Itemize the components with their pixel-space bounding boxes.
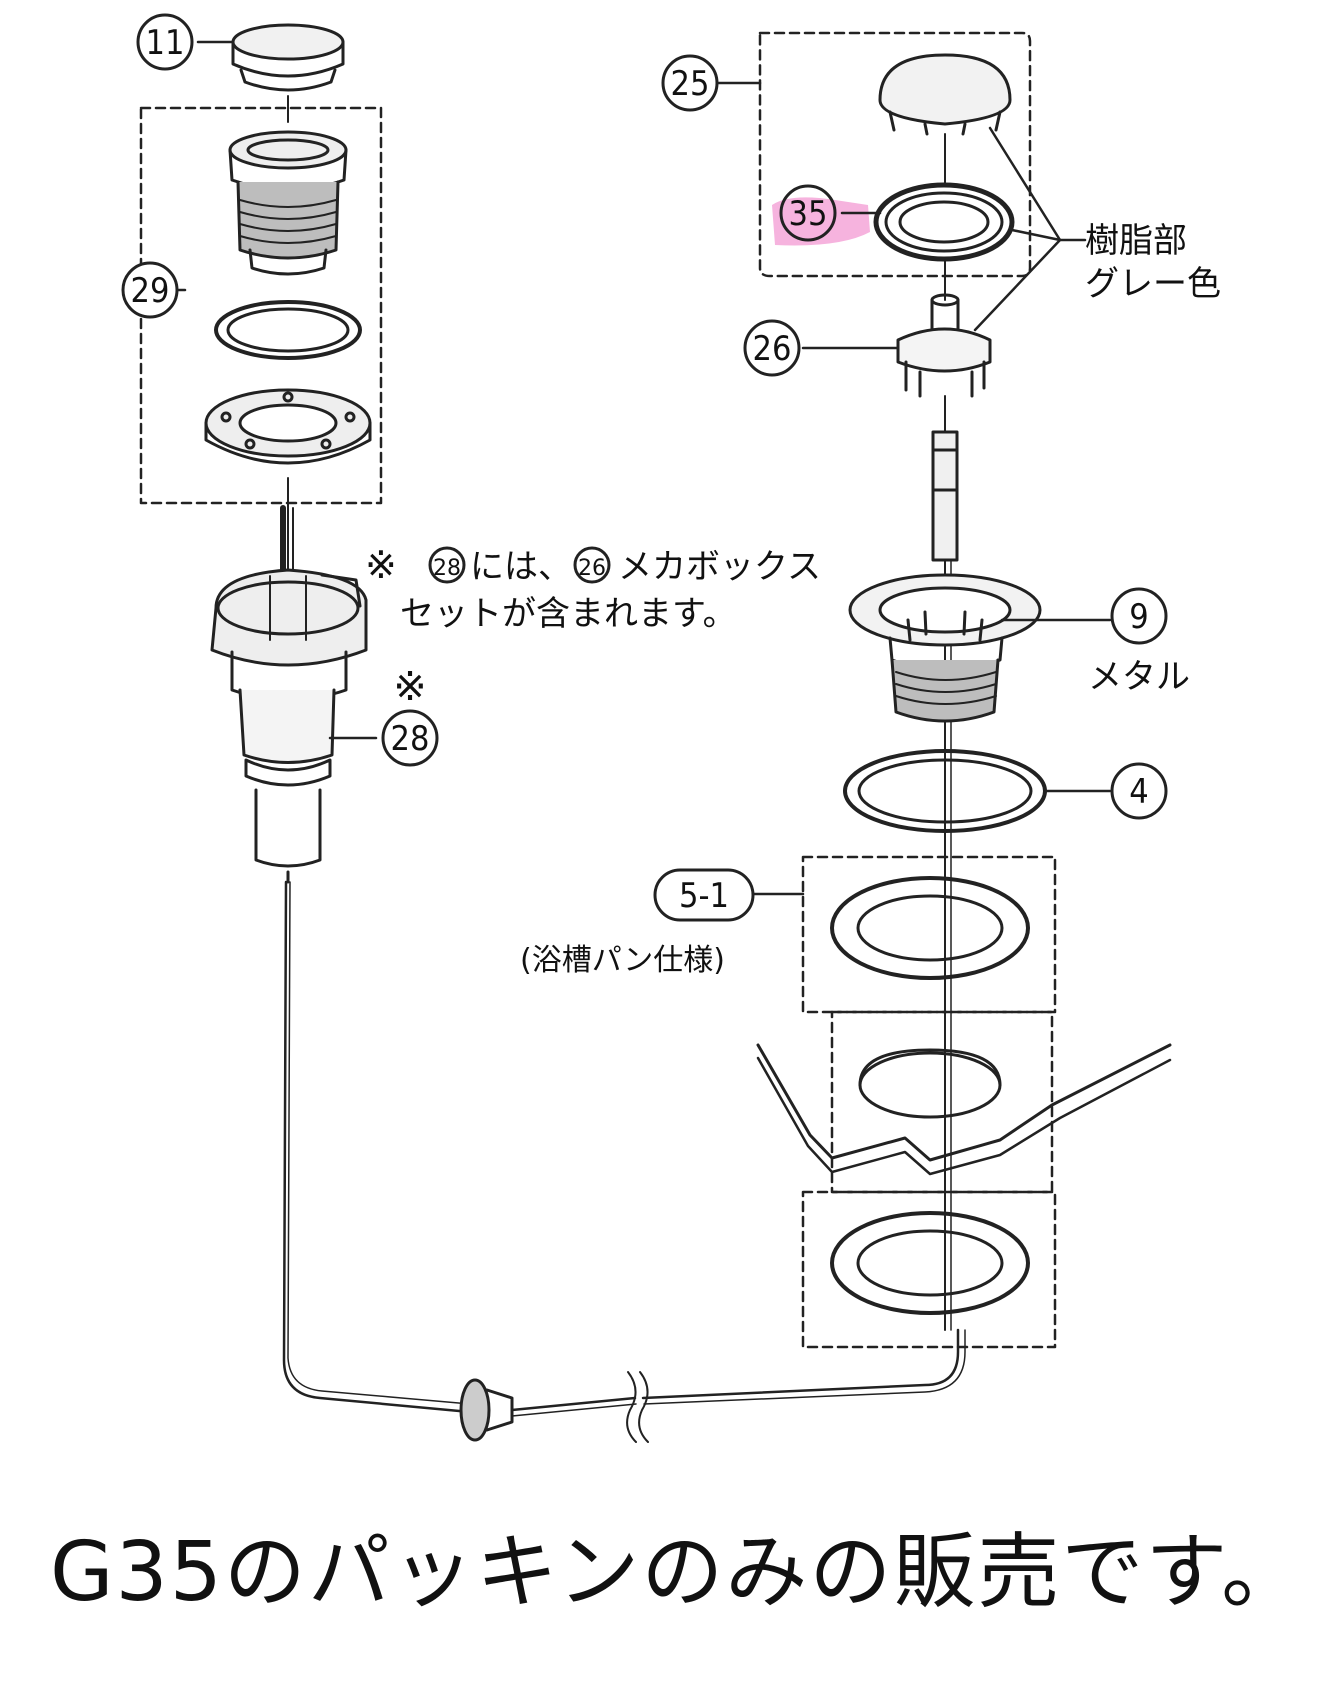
tub-hole: [858, 1048, 1002, 1119]
note-ref-28: 28: [433, 556, 461, 581]
callout-29: 29: [131, 271, 170, 311]
part-35-highlight: [772, 197, 870, 246]
sales-caption: G35のパッキンのみの販売です。: [50, 1525, 1306, 1620]
leader-lines: [139, 40, 1112, 896]
part-9-drain-body: [848, 573, 1042, 723]
note-line1-end: メカボックス: [618, 547, 821, 587]
note-ref-26: 26: [578, 556, 606, 581]
callout-29-circle: [121, 261, 179, 319]
resin-label-line2: グレー色: [1085, 264, 1221, 304]
callout-26: 26: [753, 329, 792, 369]
note-line2: セットが含まれます。: [400, 594, 737, 634]
metal-label: メタル: [1088, 657, 1190, 697]
part-26-mechabox-part: [896, 293, 992, 398]
callout-35-circle: [779, 184, 837, 242]
callout-25: 25: [671, 64, 710, 104]
callout-11: 11: [146, 23, 185, 63]
note-ref-26-circle: [573, 546, 611, 584]
part-11-cap: [231, 23, 345, 92]
bottom-ring: [830, 1211, 1030, 1315]
bottom-ring-box: [801, 1190, 1057, 1349]
callout-35: 35: [789, 194, 828, 234]
resin-label-line1: 樹脂部: [1085, 221, 1187, 261]
part-5-1-group-box: [801, 855, 1057, 1014]
callout-25-circle: [661, 54, 719, 112]
callout-4-circle: [1110, 762, 1168, 820]
callout-9: 9: [1129, 597, 1148, 637]
note-ref-28-circle: [428, 546, 466, 584]
callout-5-1-box: [653, 868, 755, 922]
part-29-flange-nut: [204, 388, 372, 465]
callout-11-circle: [136, 13, 194, 71]
callout-28: 28: [391, 719, 430, 759]
part-29-strainer: [228, 130, 348, 276]
part-5-1-ring: [830, 876, 1030, 980]
bathtub-spec-label: (浴槽パン仕様): [520, 943, 725, 978]
part-28-mechabox: [210, 505, 368, 884]
part-29-oring: [214, 300, 362, 360]
cable: [282, 880, 472, 1414]
tub-hole-box: [830, 1010, 1054, 1194]
note-mark: ※: [365, 543, 397, 587]
cable-grommet: [459, 1378, 514, 1442]
callout-26-circle: [743, 319, 801, 377]
part-25-cap: [878, 53, 1012, 136]
part-35-packing: [873, 182, 1015, 262]
callout-9-circle: [1110, 587, 1168, 645]
tub-surface: [756, 1043, 1172, 1176]
cable-break-mark: [626, 1371, 649, 1443]
callout-28-circle: [381, 709, 439, 767]
part-25-group-box: [758, 31, 1032, 278]
note-line1-mid: には、: [470, 547, 572, 587]
note-mark-small: ※: [393, 664, 427, 710]
callout-5-1: 5-1: [679, 876, 729, 916]
callout-4: 4: [1129, 772, 1148, 812]
